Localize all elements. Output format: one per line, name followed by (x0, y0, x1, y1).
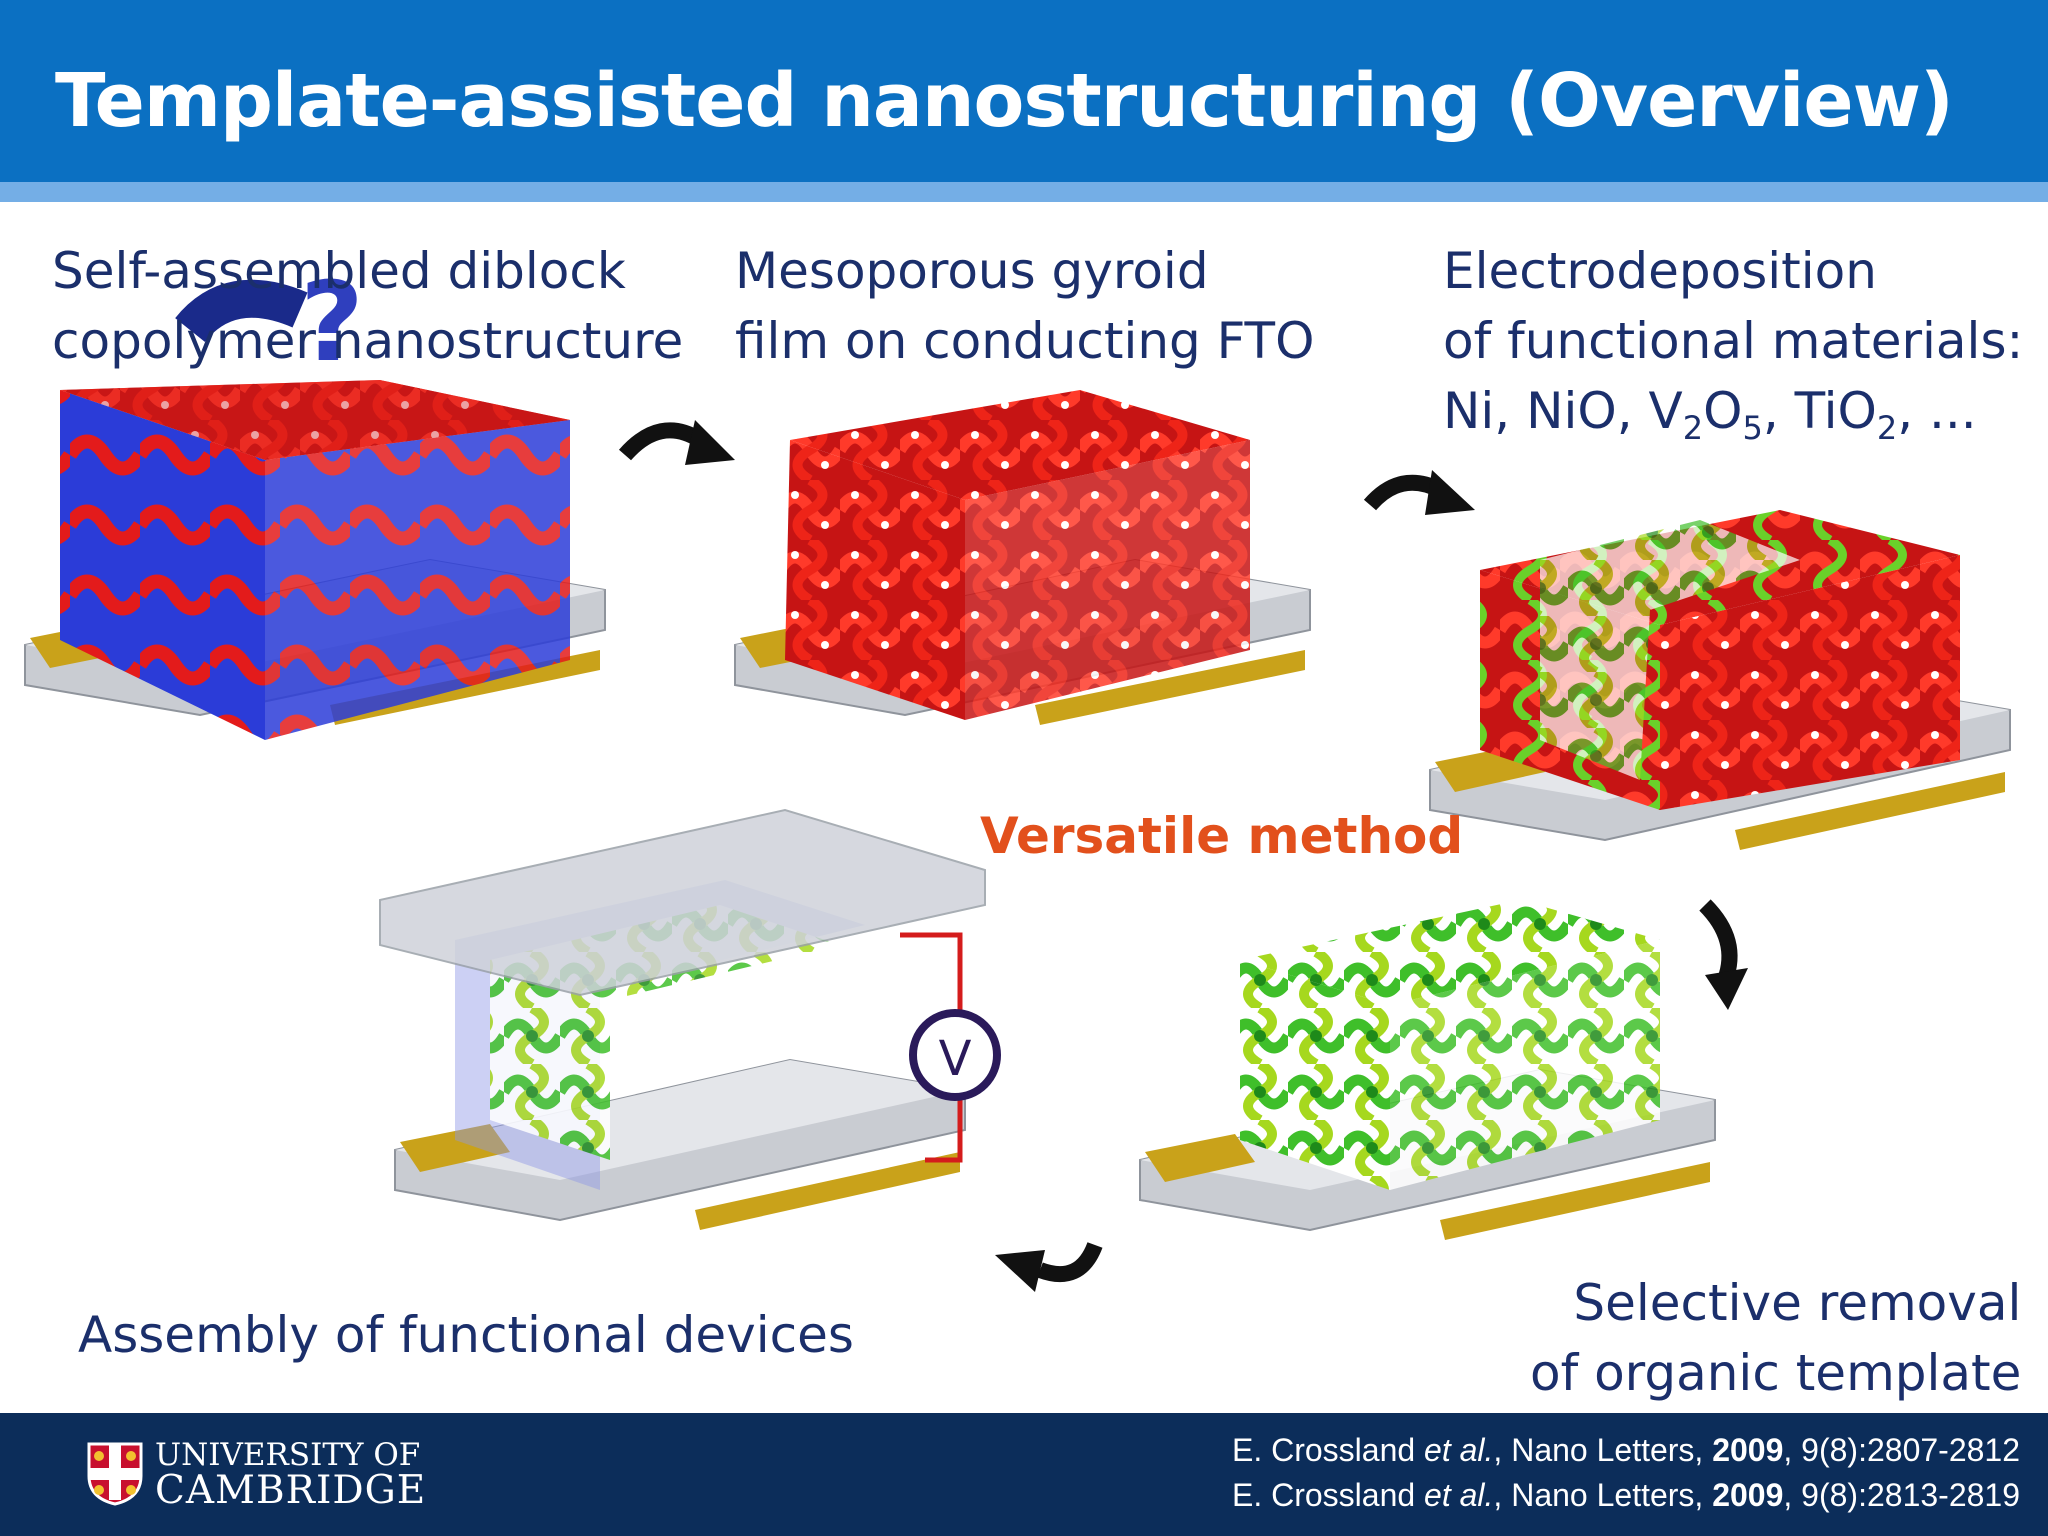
step-5-caption: Assembly of functional devices (78, 1306, 854, 1364)
template-removed-block (1139, 900, 1716, 1240)
device-assembly-block: V (379, 808, 1001, 1230)
curved-arrow-icon (995, 1241, 1103, 1292)
gyroid-film-block (734, 390, 1311, 725)
step-1-caption: Self-assembled diblock copolymer nanostr… (52, 242, 684, 370)
materials-list: Ni, NiO, V2O5, TiO2, ... (1443, 382, 1977, 447)
curved-arrow-icon (618, 420, 735, 465)
step-4-caption: Selective removal of organic template (1530, 1274, 2022, 1402)
header-stripe (0, 182, 2048, 202)
voltmeter-icon (909, 1009, 1001, 1101)
slide-title: Template-assisted nanostructuring (Overv… (55, 58, 1954, 144)
reference-2: E. Crossland et al., Nano Letters, 2009,… (1231, 1477, 2020, 1513)
curved-arrow-icon (1699, 899, 1748, 1010)
university-logo: UNIVERSITY OF CAMBRIDGE (155, 1437, 427, 1513)
slide-footer (0, 1413, 2048, 1536)
slide-header (0, 0, 2048, 182)
cambridge-shield-icon (87, 1442, 143, 1506)
step-2-caption: Mesoporous gyroid film on conducting FTO (735, 242, 1315, 370)
step-3-caption: Electrodeposition of functional material… (1443, 242, 2024, 447)
svg-text:V: V (939, 1031, 972, 1087)
electrodeposition-block (1429, 510, 2011, 850)
versatile-method-label: Versatile method (980, 807, 1464, 865)
curved-arrow-icon (1363, 470, 1475, 515)
references: E. Crossland et al., Nano Letters, 2009,… (1232, 1428, 2020, 1518)
reference-1: E. Crossland et al., Nano Letters, 2009,… (1231, 1432, 2020, 1468)
